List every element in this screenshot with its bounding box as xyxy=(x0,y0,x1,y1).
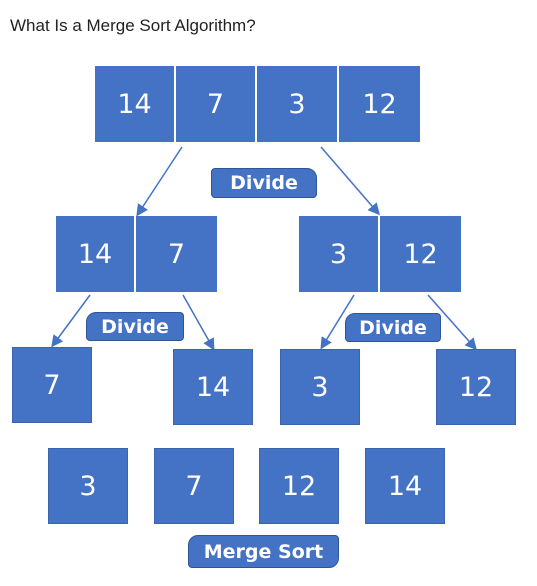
sorted-element-box: 7 xyxy=(154,448,234,524)
merge-sort-label: Merge Sort xyxy=(188,535,339,568)
single-element-box: 3 xyxy=(280,349,360,425)
array-level-1-right: 3 12 xyxy=(299,216,461,292)
array-cell: 14 xyxy=(56,216,136,292)
single-element-box: 12 xyxy=(436,349,516,425)
sorted-element-box: 14 xyxy=(365,448,445,524)
divide-label-left: Divide xyxy=(86,312,184,341)
divide-label-top: Divide xyxy=(211,168,317,198)
array-cell: 12 xyxy=(380,216,461,292)
page-title: What Is a Merge Sort Algorithm? xyxy=(10,16,256,35)
arrow-top-left xyxy=(136,146,183,217)
sorted-element-box: 3 xyxy=(48,448,128,524)
array-cell: 3 xyxy=(257,66,339,142)
arrow-right-right xyxy=(427,294,477,351)
arrow-right-left xyxy=(320,294,355,350)
arrow-left-left xyxy=(51,294,91,348)
array-cell: 7 xyxy=(176,66,257,142)
sorted-element-box: 12 xyxy=(259,448,339,524)
array-level-0: 14 7 3 12 xyxy=(95,66,420,142)
array-cell: 3 xyxy=(299,216,380,292)
array-level-1-left: 14 7 xyxy=(56,216,217,292)
array-cell: 12 xyxy=(339,66,420,142)
arrow-left-right xyxy=(182,294,215,351)
divide-label-right: Divide xyxy=(345,313,441,342)
array-cell: 7 xyxy=(136,216,217,292)
single-element-box: 14 xyxy=(173,349,253,425)
arrow-top-right xyxy=(320,146,380,216)
single-element-box: 7 xyxy=(12,347,92,423)
array-cell: 14 xyxy=(95,66,176,142)
